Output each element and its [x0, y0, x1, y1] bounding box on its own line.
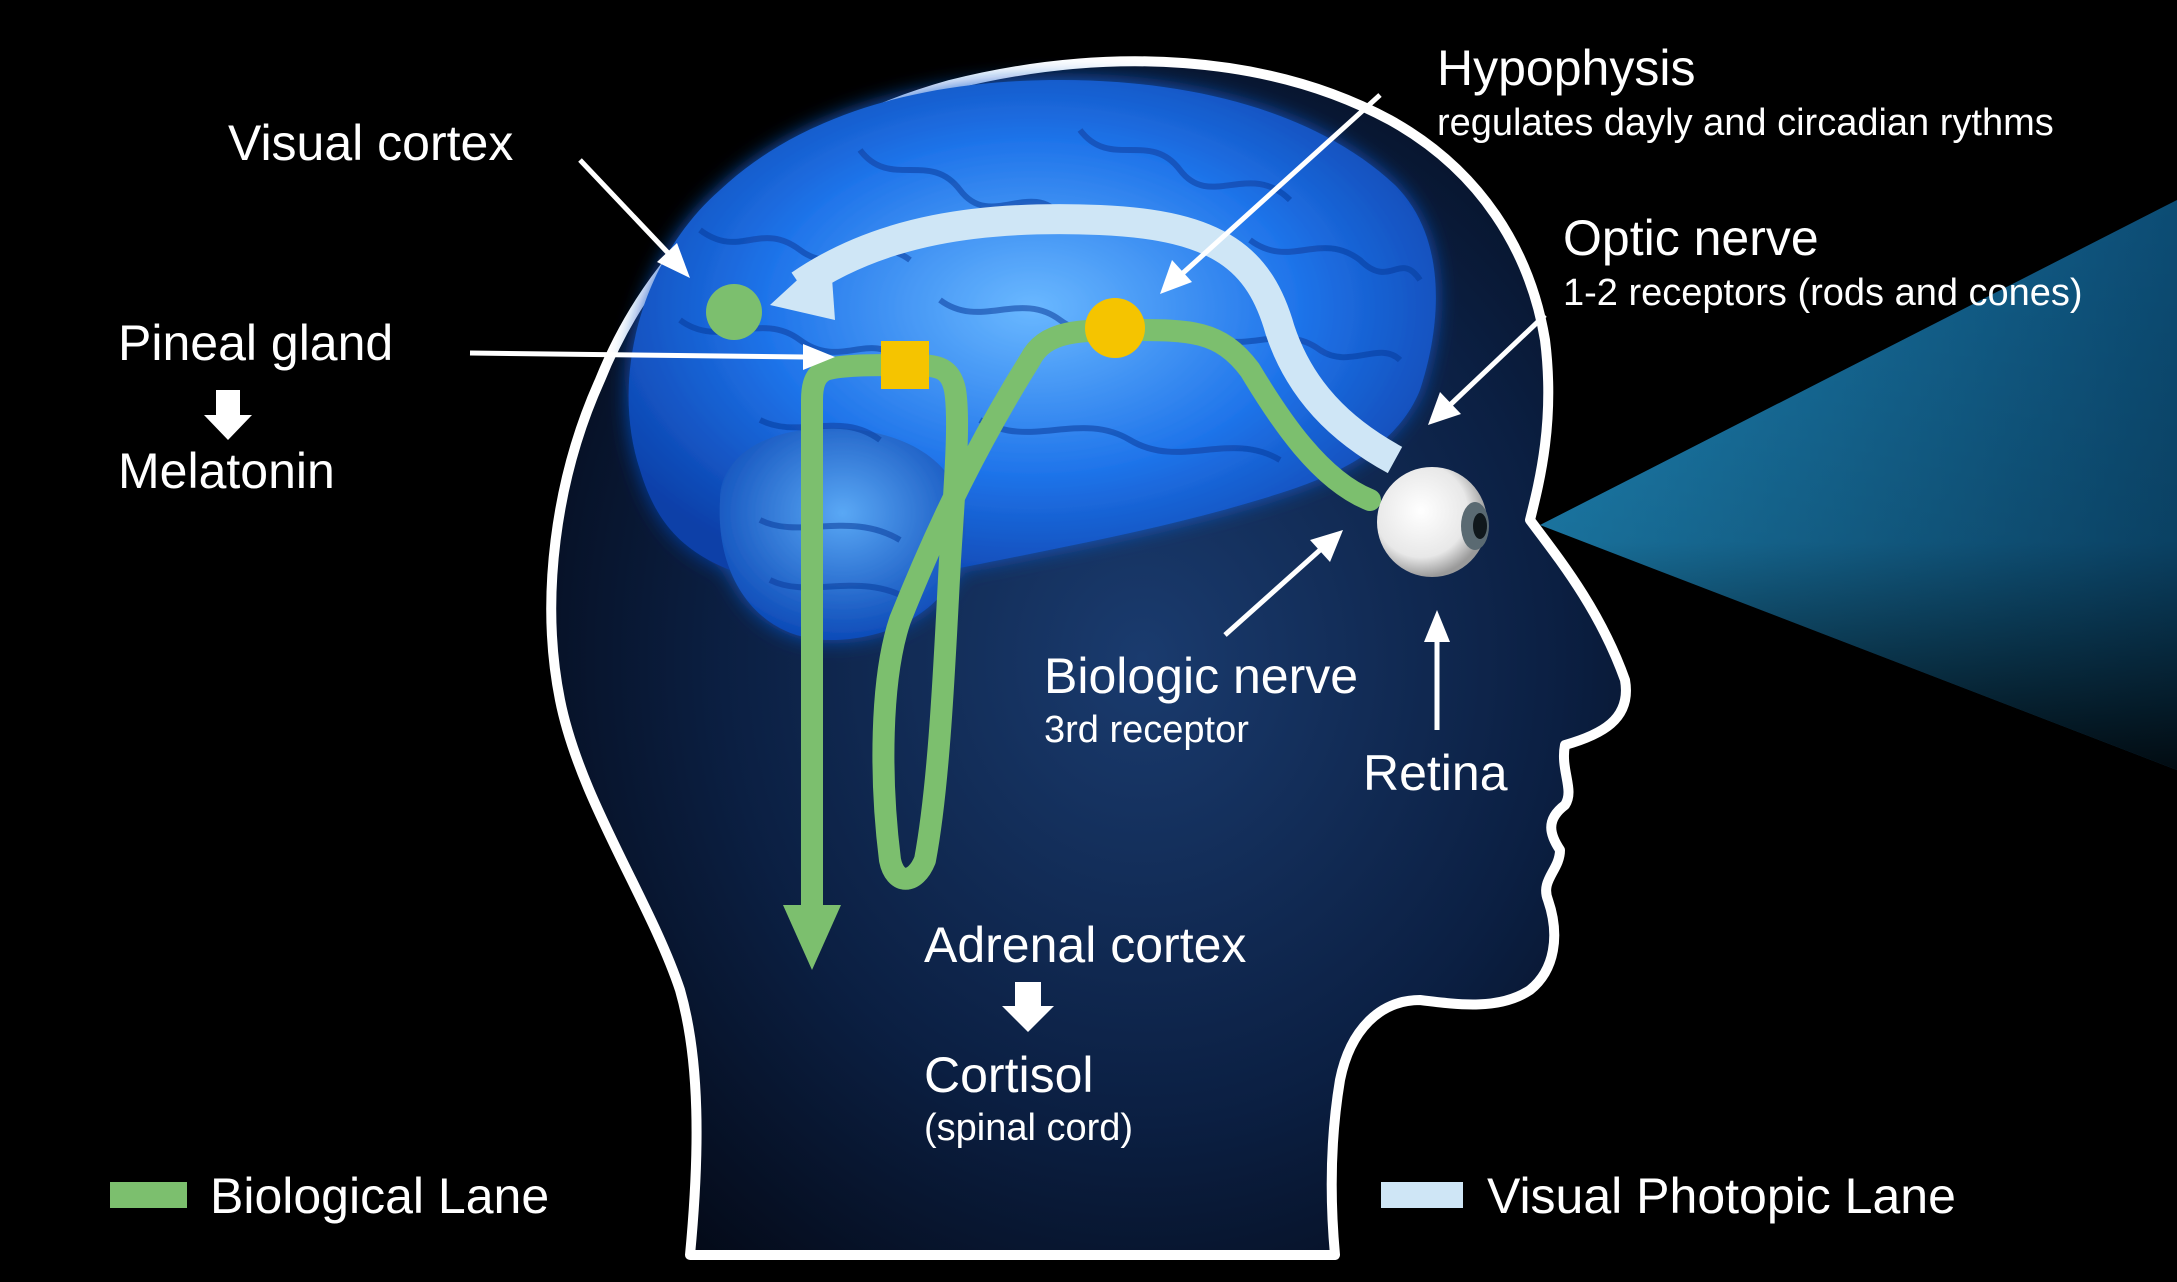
visual-cortex-pointer [580, 160, 690, 278]
retina-label: Retina [1363, 745, 1508, 801]
melatonin-label: Melatonin [118, 443, 335, 499]
legend-visual-label: Visual Photopic Lane [1487, 1168, 1956, 1224]
hypophysis-marker [1085, 298, 1145, 358]
visual-cortex-marker [706, 284, 762, 340]
adrenal-cortex-label: Adrenal cortex [924, 917, 1246, 973]
melatonin-down-arrow [204, 390, 252, 440]
cortisol-sublabel: (spinal cord) [924, 1107, 1133, 1149]
hypophysis-label: Hypophysis [1437, 40, 1695, 96]
cortisol-label: Cortisol [924, 1047, 1093, 1103]
biologic-nerve-sublabel: 3rd receptor [1044, 709, 1249, 751]
pineal-gland-label: Pineal gland [118, 315, 393, 371]
legend-visual-swatch [1381, 1182, 1463, 1208]
biologic-nerve-label: Biologic nerve [1044, 648, 1358, 704]
visual-cortex-label: Visual cortex [228, 115, 513, 171]
optic-nerve-label: Optic nerve [1563, 210, 1819, 266]
legend-biological-label: Biological Lane [210, 1168, 549, 1224]
pineal-gland-marker [881, 341, 929, 389]
legend-biological-swatch [110, 1182, 187, 1208]
optic-nerve-sublabel: 1-2 receptors (rods and cones) [1563, 272, 2083, 314]
hypophysis-sublabel: regulates dayly and circadian rythms [1437, 102, 2054, 144]
